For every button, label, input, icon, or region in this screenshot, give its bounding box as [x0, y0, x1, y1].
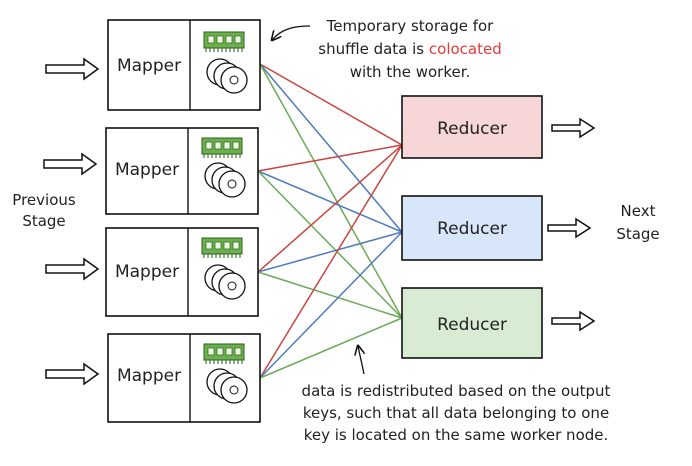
bottom-annotation-line2: keys, such that all data belonging to on… — [303, 404, 609, 422]
bottom-annotation-line1: data is redistributed based on the outpu… — [302, 382, 611, 400]
output-arrow — [551, 310, 596, 332]
top-annotation-line2-prefix: shuffle data is — [318, 40, 429, 58]
mapper-label: Mapper — [117, 56, 181, 76]
reducer-node: Reducer — [401, 95, 543, 159]
ram-icon — [201, 137, 243, 158]
disk-stack-icon — [206, 368, 248, 404]
disk-stack-icon — [204, 264, 246, 300]
top-annotation-highlight: colocated — [429, 40, 502, 58]
reducer-label: Reducer — [437, 315, 507, 335]
mapper-node: Mapper — [105, 127, 259, 215]
shuffle-link — [259, 144, 403, 379]
output-arrows — [547, 117, 596, 332]
mapper-label: Mapper — [115, 160, 179, 180]
shuffle-link — [259, 317, 403, 379]
shuffle-link — [259, 63, 403, 233]
top-annotation-line3: with the worker. — [350, 63, 471, 81]
disk-stack-icon — [204, 162, 246, 198]
ram-icon — [203, 31, 245, 52]
shuffle-link — [257, 170, 403, 319]
output-arrow — [551, 117, 596, 139]
bottom-annotation-pointer — [358, 346, 364, 375]
bottom-annotation-line3: key is located on the same worker node. — [304, 426, 609, 444]
input-arrows — [43, 57, 100, 386]
top-annotation-line2: shuffle data is colocated — [318, 40, 501, 58]
reducer-label: Reducer — [437, 219, 507, 239]
input-arrow — [45, 57, 100, 81]
shuffle-link — [259, 231, 403, 379]
top-annotation-pointer — [272, 25, 311, 40]
shuffle-link — [259, 63, 403, 319]
input-arrow — [45, 257, 100, 281]
shuffle-link — [257, 144, 403, 172]
shuffle-link — [257, 231, 403, 273]
output-arrow — [547, 217, 592, 239]
next-stage-label-line2: Stage — [616, 225, 659, 243]
previous-stage-label-line2: Stage — [22, 212, 65, 230]
previous-stage-label-line1: Previous — [12, 191, 76, 209]
input-arrow — [45, 362, 100, 386]
reducer-node: Reducer — [401, 195, 543, 261]
input-arrow — [43, 152, 98, 176]
next-stage-label-line1: Next — [621, 202, 656, 220]
mapper-label: Mapper — [115, 262, 179, 282]
mapper-node: Mapper — [105, 227, 259, 317]
mapper-node: Mapper — [107, 19, 261, 111]
reducer-node: Reducer — [401, 287, 543, 359]
mapper-node: Mapper — [107, 333, 261, 423]
reducer-label: Reducer — [437, 119, 507, 139]
ram-icon — [201, 237, 243, 258]
top-annotation-line1: Temporary storage for — [326, 17, 495, 35]
shuffle-link — [259, 63, 403, 146]
disk-stack-icon — [206, 58, 248, 94]
shuffle-link — [257, 271, 403, 319]
mapper-label: Mapper — [117, 366, 181, 386]
ram-icon — [203, 343, 245, 364]
shuffle-link — [257, 170, 403, 233]
shuffle-link — [257, 144, 403, 273]
shuffle-connections — [257, 63, 403, 379]
